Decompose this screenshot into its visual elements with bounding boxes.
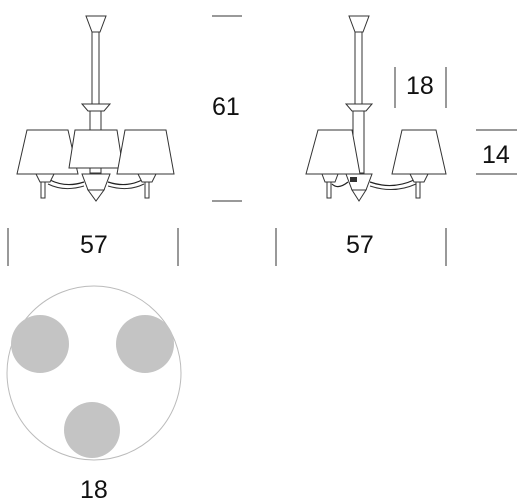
side-cup-left <box>321 173 339 183</box>
plan-diameter-label: 18 <box>80 476 108 503</box>
front-view <box>16 15 175 202</box>
plan-spot-bottom <box>64 402 120 458</box>
side-shade-right <box>391 129 447 175</box>
front-candle-right <box>144 181 150 199</box>
front-cup-left <box>35 173 55 183</box>
side-width-label: 57 <box>346 231 374 259</box>
drop-label: 18 <box>406 72 434 100</box>
front-arm-right-inner <box>107 183 145 190</box>
drop-dimension: 18 <box>394 67 447 108</box>
plan-spot-left <box>11 315 69 373</box>
side-hub <box>345 173 373 191</box>
front-shade-left <box>16 129 79 175</box>
front-cup-right <box>137 173 157 183</box>
height-dimension: 61 <box>212 15 242 202</box>
front-hub <box>81 173 111 191</box>
side-arm-right <box>369 179 415 187</box>
shade-height-label: 14 <box>482 141 510 169</box>
shade-height-dimension: 14 <box>476 129 517 175</box>
side-candle-right <box>415 181 421 199</box>
side-candle-left <box>326 181 332 199</box>
front-collar <box>80 103 112 112</box>
front-candle-left <box>40 181 46 199</box>
side-rod <box>354 31 363 105</box>
side-cup-right <box>409 173 429 183</box>
side-ceiling-canopy <box>348 15 370 33</box>
front-shade-center <box>68 129 124 169</box>
side-view <box>305 15 447 202</box>
front-arm-left-inner <box>47 183 85 190</box>
side-hub-joint <box>350 177 357 182</box>
front-rod <box>91 31 100 105</box>
side-collar <box>344 103 374 112</box>
front-ceiling-canopy <box>85 15 107 33</box>
plan-view: 18 <box>6 285 182 503</box>
front-width-dimension: 57 <box>7 228 179 266</box>
side-finial <box>351 189 367 202</box>
front-finial <box>87 189 105 202</box>
side-width-dimension: 57 <box>275 228 447 266</box>
side-arm-right-inner <box>369 183 417 190</box>
front-width-label: 57 <box>80 231 108 259</box>
side-shade-left <box>305 129 361 175</box>
front-arm-right <box>107 179 143 186</box>
side-arm-left <box>331 181 349 188</box>
front-shade-right <box>116 129 175 175</box>
height-label: 61 <box>212 93 240 121</box>
plan-spot-right <box>116 315 174 373</box>
front-arm-left <box>49 179 85 186</box>
plan-outer-circle <box>6 285 182 461</box>
